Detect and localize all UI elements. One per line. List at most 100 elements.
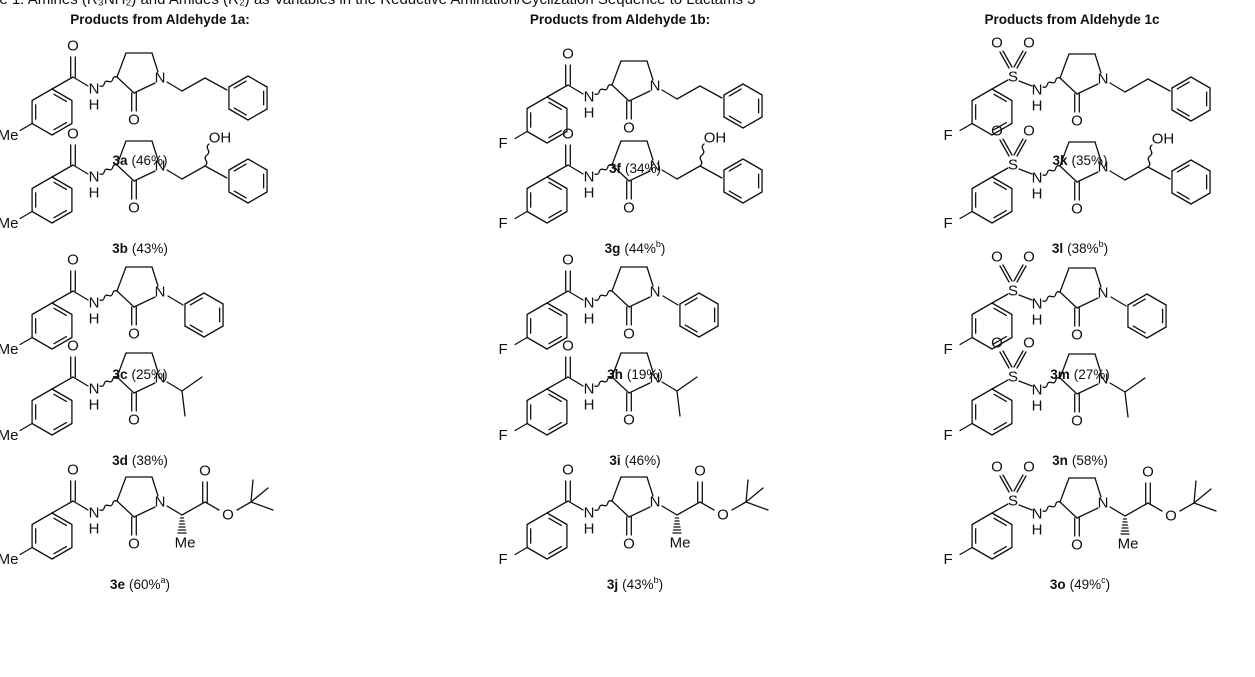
para-substituent: F	[943, 215, 952, 232]
sulfonyl-oxygen: O	[1023, 335, 1035, 352]
compound-yield: (19%	[627, 367, 659, 382]
hydroxyl-label: OH	[704, 130, 727, 147]
footnote-marker: b	[1099, 239, 1104, 249]
ester-carbonyl-oxygen: O	[199, 463, 211, 480]
lactam-carbonyl-oxygen: O	[128, 536, 140, 553]
compound-yield: (43%	[622, 577, 654, 592]
amide-nitrogen: N	[89, 381, 100, 398]
lactam-carbonyl-oxygen: O	[1071, 113, 1083, 130]
amide-hydrogen: H	[89, 97, 100, 114]
compound-yield-close: )	[163, 453, 168, 468]
amide-nitrogen: N	[1032, 170, 1043, 187]
amide-nitrogen: N	[89, 505, 100, 522]
sulfonyl-oxygen: O	[1023, 459, 1035, 476]
sulfur-atom: S	[1008, 69, 1018, 86]
compound-id: 3b	[112, 241, 128, 256]
compound-yield-close: )	[658, 367, 663, 382]
para-substituent: F	[943, 427, 952, 444]
lactam-nitrogen: N	[650, 370, 661, 387]
footnote-marker: b	[654, 575, 659, 585]
compound-yield-close: )	[166, 577, 171, 592]
compound-id: 3o	[1050, 577, 1066, 592]
compound-yield-close: )	[657, 161, 662, 176]
compound-yield-close: )	[656, 453, 661, 468]
amide-carbonyl-oxygen: O	[67, 38, 79, 55]
lactam-nitrogen: N	[155, 158, 166, 175]
amide-hydrogen: H	[89, 397, 100, 414]
compound-yield-close: )	[163, 367, 168, 382]
compound-yield: (43%	[132, 241, 164, 256]
lactam-carbonyl-oxygen: O	[623, 200, 635, 217]
lactam-carbonyl-oxygen: O	[1071, 201, 1083, 218]
column-header-aldehyde-1b: Products from Aldehyde 1b:	[529, 12, 711, 27]
sulfur-atom: S	[1008, 493, 1018, 510]
compound-yield: (46%	[625, 453, 657, 468]
compound-yield-close: )	[163, 153, 168, 168]
amide-nitrogen: N	[584, 505, 595, 522]
lactam-nitrogen: N	[155, 70, 166, 87]
lactam-carbonyl-oxygen: O	[128, 412, 140, 429]
lactam-nitrogen: N	[650, 158, 661, 175]
lactam-nitrogen: N	[155, 284, 166, 301]
amide-nitrogen: N	[584, 169, 595, 186]
compound-yield-close: )	[1104, 241, 1109, 256]
amide-hydrogen: H	[584, 521, 595, 538]
amide-hydrogen: H	[584, 105, 595, 122]
amide-hydrogen: H	[89, 311, 100, 328]
compound-yield-close: )	[1103, 453, 1108, 468]
para-substituent: F	[498, 551, 507, 568]
lactam-nitrogen: N	[1098, 71, 1109, 88]
compound-yield: (60%	[129, 577, 161, 592]
amide-carbonyl-oxygen: O	[67, 252, 79, 269]
compound-yield: (49%	[1070, 577, 1102, 592]
compound-id: 3d	[112, 453, 128, 468]
compound-label-3a: 3a(46%)	[112, 153, 167, 168]
ester-oxygen: O	[1165, 508, 1177, 525]
compound-id: 3m	[1050, 367, 1070, 382]
sulfonyl-oxygen: O	[1023, 249, 1035, 266]
table-caption: le 1. Amines (R₃NH₂) and Amides (R₂) as …	[0, 0, 1255, 9]
lactam-carbonyl-oxygen: O	[1071, 413, 1083, 430]
sulfonyl-oxygen: O	[991, 35, 1003, 52]
para-substituent: F	[498, 215, 507, 232]
amide-hydrogen: H	[89, 521, 100, 538]
compound-yield-close: )	[1106, 577, 1111, 592]
footnote-marker: b	[656, 239, 661, 249]
footnote-marker: c	[1101, 575, 1106, 585]
lactam-nitrogen: N	[155, 370, 166, 387]
sulfonyl-oxygen: O	[991, 123, 1003, 140]
compound-label-3h: 3h(19%)	[607, 367, 663, 382]
compound-yield-close: )	[163, 241, 168, 256]
compound-label-3g: 3g(44%b)	[605, 239, 666, 256]
lactam-carbonyl-oxygen: O	[128, 200, 140, 217]
compound-yield: (38%	[1067, 241, 1099, 256]
lactam-nitrogen: N	[650, 284, 661, 301]
lactam-nitrogen: N	[1098, 159, 1109, 176]
amide-hydrogen: H	[1032, 312, 1043, 329]
methyl-label: Me	[670, 535, 691, 552]
amide-nitrogen: N	[89, 295, 100, 312]
sulfur-atom: S	[1008, 157, 1018, 174]
lactam-carbonyl-oxygen: O	[1071, 537, 1083, 554]
amide-hydrogen: H	[1032, 186, 1043, 203]
para-substituent: Me	[0, 551, 19, 568]
para-substituent: F	[943, 551, 952, 568]
lactam-nitrogen: N	[155, 494, 166, 511]
para-substituent: Me	[0, 427, 19, 444]
footnote-marker: a	[161, 575, 166, 585]
para-substituent: F	[498, 427, 507, 444]
amide-nitrogen: N	[89, 81, 100, 98]
compound-yield: (38%	[132, 453, 164, 468]
amide-carbonyl-oxygen: O	[67, 462, 79, 479]
compound-yield-close: )	[659, 577, 664, 592]
amide-hydrogen: H	[1032, 522, 1043, 539]
